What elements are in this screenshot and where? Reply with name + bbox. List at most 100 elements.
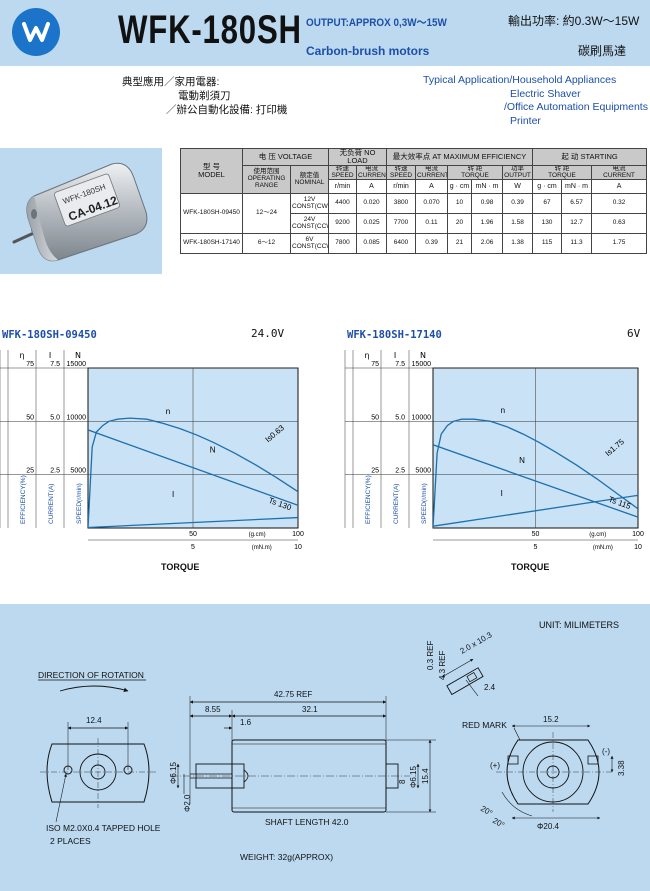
cell-value: 3800 [386, 193, 417, 215]
output-range-cn: 輸出功率: 約0.3W～15W [508, 14, 640, 28]
cell-value: 11.3 [561, 233, 593, 255]
header-band [0, 0, 650, 66]
cell-value: 1.96 [471, 213, 504, 235]
motor-type-cn: 碳刷馬達 [578, 44, 627, 58]
cell-value: 7800 [328, 233, 358, 255]
unit-cell: mN · m [561, 179, 593, 195]
unit-cell: A [591, 179, 648, 195]
chart-voltage: 24.0V [251, 327, 285, 340]
cell-value: 130 [532, 213, 563, 235]
terminal-minus: (-) [602, 747, 610, 756]
chart-xlabel: TORQUE [511, 562, 550, 572]
dim-line [441, 658, 474, 678]
series-speed [433, 444, 638, 518]
dim-15-4: 15.4 [421, 768, 430, 784]
group-starting: 起 动 STARTING [532, 148, 648, 166]
model-title: WFK-180SH [118, 8, 302, 52]
cell-value: 0.085 [356, 233, 388, 255]
cell-nominal: 24V CONST(CCW) [289, 213, 330, 235]
dim-4-3-ref: 4.3 REF [438, 651, 447, 680]
cell-value: 0.39 [415, 233, 449, 255]
terminal-plus: (+) [490, 761, 500, 770]
unit-cell: g · cm [447, 179, 473, 195]
cell-value: 0.020 [356, 193, 388, 215]
cell-model: WFK-180SH-17140 [180, 233, 243, 255]
application-cn-line: ／辦公自動化設備: 打印機 [166, 104, 288, 116]
curve-label: N [210, 445, 216, 454]
efficiency-tick: 75 [26, 361, 34, 368]
axis-label: CURRENT(A) [393, 484, 400, 524]
chart-title: WFK-180SH-09450 [2, 329, 97, 341]
axis-label: CURRENT(A) [48, 484, 55, 524]
axis-header: I [394, 351, 396, 360]
tapped-hole [123, 765, 133, 775]
curve-label: I [172, 490, 174, 499]
tapped-hole [63, 765, 73, 775]
cell-value: 1.58 [502, 213, 534, 235]
table-row: WFK-180SH-17140 6～12 6V CONST(CCW) 7800 … [180, 233, 648, 255]
cell-range: 12～24 [242, 193, 291, 235]
output-range: OUTPUT:APPROX 0,3W～15W [306, 17, 447, 29]
cell-value: 21 [447, 233, 473, 255]
cell-value: 0.070 [415, 193, 449, 215]
current-tick: 7.5 [50, 361, 60, 368]
x-tick: 10 [634, 544, 642, 551]
x-unit: (g.cm) [589, 532, 606, 538]
angle-20b: 20° [491, 816, 506, 830]
group-no-load: 无负荷 NO LOAD [328, 148, 388, 166]
cell-value: 1.38 [502, 233, 534, 255]
application-en-line: Typical Application/Household Appliances [423, 74, 617, 86]
terminal-tab [446, 667, 484, 696]
cell-nominal: 6V CONST(CCW) [289, 233, 330, 255]
series-current [88, 516, 298, 528]
cell-value: 67 [532, 193, 563, 215]
efficiency-tick: 50 [371, 414, 379, 421]
x-unit: (g.cm) [249, 532, 266, 538]
unit-cell: r/min [328, 179, 358, 195]
dim-2-0: Φ2.0 [183, 794, 192, 812]
end-view-outline [46, 743, 150, 803]
axis-header: N [75, 351, 81, 360]
table-row: WFK-180SH-09450 12～24 12V CONST(CW) 4400… [180, 193, 648, 235]
speed-tick: 5000 [70, 468, 86, 475]
axis-label: SPEED(r/min) [76, 483, 83, 524]
x-tick: 10 [294, 544, 302, 551]
unit-cell: g · cm [532, 179, 563, 195]
unit-cell: mN · m [471, 179, 504, 195]
current-tick: 5.0 [50, 414, 60, 421]
cell-value: 2.06 [471, 233, 504, 255]
curve-label: n [501, 406, 505, 415]
unit-cell: W [502, 179, 534, 195]
x-tick: 5 [534, 544, 538, 551]
application-cn-line: 典型應用／家用電器: [122, 76, 220, 88]
drawing-band [0, 604, 650, 891]
motor-photo: WFK-180SH CA-04.12 [12, 162, 148, 262]
cell-value: 0.11 [415, 213, 449, 235]
axis-label: EFFICIENCY(%) [365, 475, 372, 524]
current-tick: 2.5 [50, 468, 60, 475]
cell-value: 1.75 [591, 233, 648, 255]
unit-cell: r/min [386, 179, 417, 195]
cell-value: 0.63 [591, 213, 648, 235]
application-en-line: /Office Automation Equipments [504, 101, 648, 113]
curve-label: N [519, 456, 525, 465]
efficiency-tick: 25 [371, 468, 379, 475]
series-speed [88, 429, 298, 507]
chart-xlabel: TORQUE [161, 562, 200, 572]
application-en-line: Printer [510, 115, 541, 127]
axis-label: SPEED(r/min) [421, 483, 428, 524]
cell-value: 0.39 [502, 193, 534, 215]
weight: WEIGHT: 32g(APPROX) [240, 852, 333, 862]
cell-nominal: 12V CONST(CW) [289, 193, 330, 215]
angle-20a: 20° [479, 804, 494, 818]
x-tick: 100 [632, 531, 644, 538]
